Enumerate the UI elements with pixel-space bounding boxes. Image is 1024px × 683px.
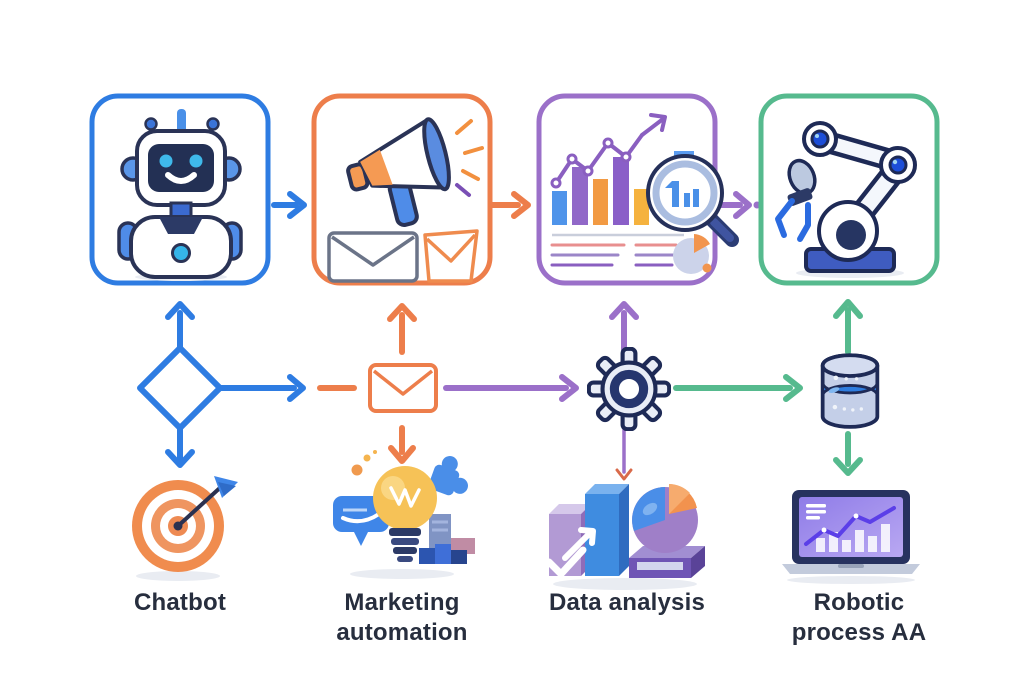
screen-line-chart bbox=[804, 506, 896, 546]
arrowhead-gear-up bbox=[609, 301, 639, 320]
node-label-robotic-process: Robotic process AA bbox=[768, 588, 950, 648]
node-box-data-analysis bbox=[536, 93, 739, 286]
arrowhead-chatbot-to-marketing bbox=[287, 191, 307, 219]
decision-diamond-icon bbox=[134, 342, 226, 434]
arrowhead-data-to-robotic bbox=[733, 191, 752, 219]
mini-pie-chart bbox=[673, 234, 712, 274]
database-icon bbox=[817, 352, 883, 432]
orange-connectors bbox=[317, 191, 531, 464]
purple-connectors bbox=[443, 191, 752, 474]
screen-menu-lines bbox=[806, 504, 826, 520]
megaphone-sparks bbox=[455, 119, 484, 197]
label-line: automation bbox=[336, 619, 468, 646]
label-line: Robotic bbox=[813, 589, 905, 616]
robot-chatbot-icon bbox=[117, 109, 243, 281]
lightbulb-idea-icon bbox=[327, 450, 477, 582]
arrowhead-gear-down bbox=[615, 468, 633, 481]
laptop-chart-icon bbox=[776, 488, 926, 584]
puzzle-piece-icon bbox=[428, 456, 468, 496]
arrowhead-marketing-to-data bbox=[511, 191, 531, 219]
email-envelope-orange bbox=[423, 229, 479, 283]
arrowhead-envelope-to-gear bbox=[559, 374, 579, 402]
node-box-chatbot bbox=[89, 93, 271, 286]
label-line: process AA bbox=[791, 619, 927, 646]
arrowhead-database-down bbox=[833, 457, 863, 476]
blue-connectors bbox=[165, 191, 307, 468]
mini-line-chart bbox=[550, 113, 667, 189]
report-text-lines bbox=[550, 243, 678, 267]
arrowhead-envelope-up bbox=[387, 303, 417, 322]
node-box-marketing-automation bbox=[311, 93, 493, 286]
node-box-robotic-process bbox=[758, 93, 940, 286]
bar-pie-3d-chart-icon bbox=[537, 470, 717, 594]
arrowhead-envelope-down bbox=[388, 445, 416, 464]
megaphone-email-icon bbox=[327, 117, 484, 283]
label-line: Marketing bbox=[344, 589, 460, 616]
arrowhead-diamond-down bbox=[165, 449, 195, 468]
arrowhead-diamond-up bbox=[165, 301, 195, 320]
analytics-magnifier-icon bbox=[550, 113, 739, 274]
gear-icon bbox=[587, 347, 671, 431]
arrowhead-diamond-right bbox=[287, 374, 306, 402]
magnified-bars-glyph bbox=[665, 181, 699, 207]
node-label-chatbot: Chatbot bbox=[89, 588, 271, 618]
label-line: Chatbot bbox=[133, 589, 227, 616]
target-dart-icon bbox=[118, 472, 242, 584]
robotic-arm-icon bbox=[775, 121, 917, 278]
pie-chart-3d bbox=[632, 484, 698, 553]
arrowhead-gear-to-database bbox=[783, 374, 803, 402]
node-label-data-analysis: Data analysis bbox=[536, 588, 718, 618]
email-envelope-white bbox=[327, 231, 419, 283]
arrowhead-database-up bbox=[833, 299, 863, 319]
envelope-icon bbox=[367, 362, 439, 416]
magnifier-glass-icon bbox=[646, 154, 739, 247]
node-label-marketing-automation: Marketing automation bbox=[311, 588, 493, 648]
label-line: Data analysis bbox=[548, 589, 706, 616]
screen-bars bbox=[816, 524, 890, 552]
green-connectors bbox=[673, 299, 863, 476]
